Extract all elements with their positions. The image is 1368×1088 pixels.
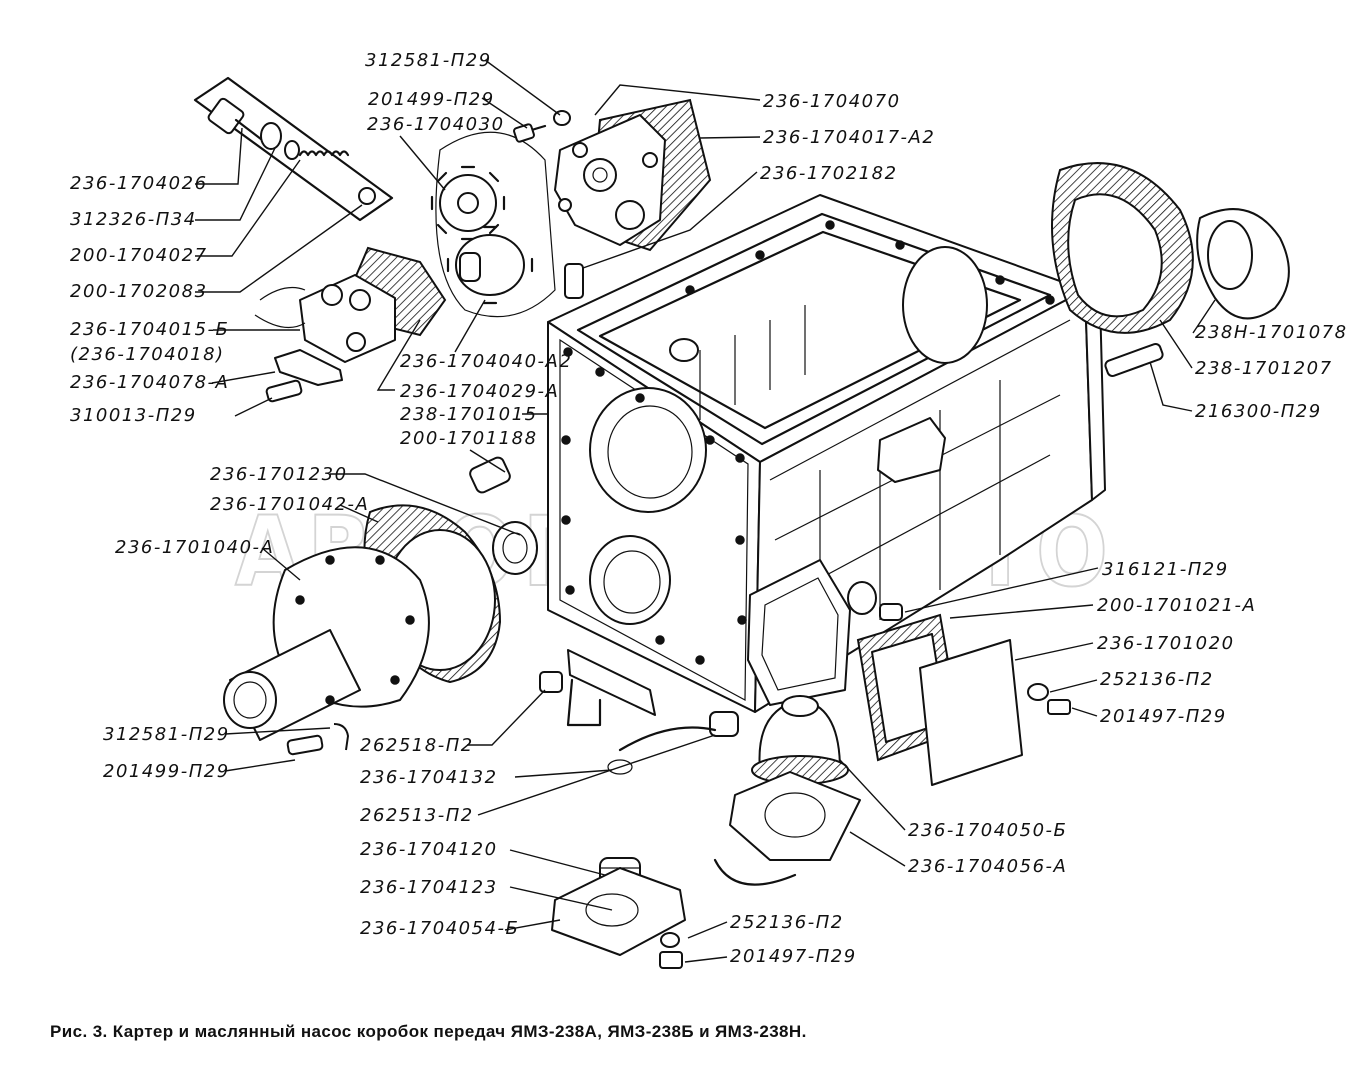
label-312326-p34: 312326-П34 — [70, 209, 197, 230]
label-310013-p29: 310013-П29 — [70, 405, 197, 426]
label-236-1704056-a: 236-1704056-А — [908, 856, 1067, 877]
label-238-1701015: 238-1701015 — [400, 404, 538, 425]
label-262518-p2: 262518-П2 — [360, 735, 474, 756]
label-236-1704029-a: 236-1704029-А — [400, 381, 559, 402]
label-236-1701042-a: 236-1701042-А — [210, 494, 369, 515]
label-201499-p29-top: 201499-П29 — [368, 89, 495, 110]
label-236-1704120: 236-1704120 — [360, 839, 498, 860]
label-236-1701230: 236-1701230 — [210, 464, 348, 485]
gearbox-housing — [547, 194, 1106, 716]
label-236-1704132: 236-1704132 — [360, 767, 498, 788]
oil-intake-assembly — [539, 671, 861, 969]
label-236-1704018: (236-1704018) — [70, 344, 225, 365]
label-236-1704054-b: 236-1704054-Б — [360, 918, 519, 939]
label-238-1701207: 238-1701207 — [1195, 358, 1333, 379]
label-201499-p29-left: 201499-П29 — [103, 761, 230, 782]
pump-body — [254, 246, 447, 363]
side-cover — [856, 603, 1071, 786]
label-236-1704123: 236-1704123 — [360, 877, 498, 898]
label-262513-p2: 262513-П2 — [360, 805, 474, 826]
label-236-1702182: 236-1702182 — [760, 163, 898, 184]
label-200-1702083: 200-1702083 — [70, 281, 208, 302]
locating-pin — [564, 263, 584, 299]
leader-lines — [195, 59, 1216, 963]
label-201497-p29-bottom: 201497-П29 — [730, 946, 857, 967]
label-201497-p29-right: 201497-П29 — [1100, 706, 1227, 727]
label-236-1701020: 236-1701020 — [1097, 633, 1235, 654]
label-312581-p29-top: 312581-П29 — [365, 50, 492, 71]
label-200-1701021-a: 200-1701021-А — [1097, 595, 1256, 616]
label-236-1704070: 236-1704070 — [763, 91, 901, 112]
label-236-1704026: 236-1704026 — [70, 173, 208, 194]
label-236-1701040-a: 236-1701040-А — [115, 537, 274, 558]
label-252136-p2-right: 252136-П2 — [1100, 669, 1214, 690]
pump-gears — [430, 131, 556, 318]
pump-bracket — [265, 349, 343, 403]
label-238n-1701078: 238Н-1701078 — [1195, 322, 1348, 343]
pump-cover — [513, 98, 712, 252]
label-200-1704027: 200-1704027 — [70, 245, 208, 266]
rear-gasket-and-cap — [1051, 162, 1290, 378]
label-236-1704030: 236-1704030 — [367, 114, 505, 135]
figure-caption: Рис. 3. Картер и маслянный насос коробок… — [50, 1022, 807, 1041]
part-labels: 312581-П29 201499-П29 236-1704030 236-17… — [70, 50, 1348, 967]
front-bearing-cover — [223, 456, 538, 756]
label-236-1704078-a: 236-1704078-А — [70, 372, 229, 393]
label-236-1704040-a2: 236-1704040-А2 — [400, 351, 572, 372]
relief-valve-box — [193, 76, 394, 222]
label-252136-p2-bottom: 252136-П2 — [730, 912, 844, 933]
label-312581-p29-left: 312581-П29 — [103, 724, 230, 745]
label-200-1701188: 200-1701188 — [400, 428, 538, 449]
label-316121-p29: 316121-П29 — [1102, 559, 1229, 580]
label-236-1704017-a2: 236-1704017-А2 — [763, 127, 935, 148]
label-216300-p29: 216300-П29 — [1195, 401, 1322, 422]
label-236-1704015-b: 236-1704015-Б — [70, 319, 229, 340]
label-236-1704050-b: 236-1704050-Б — [908, 820, 1067, 841]
